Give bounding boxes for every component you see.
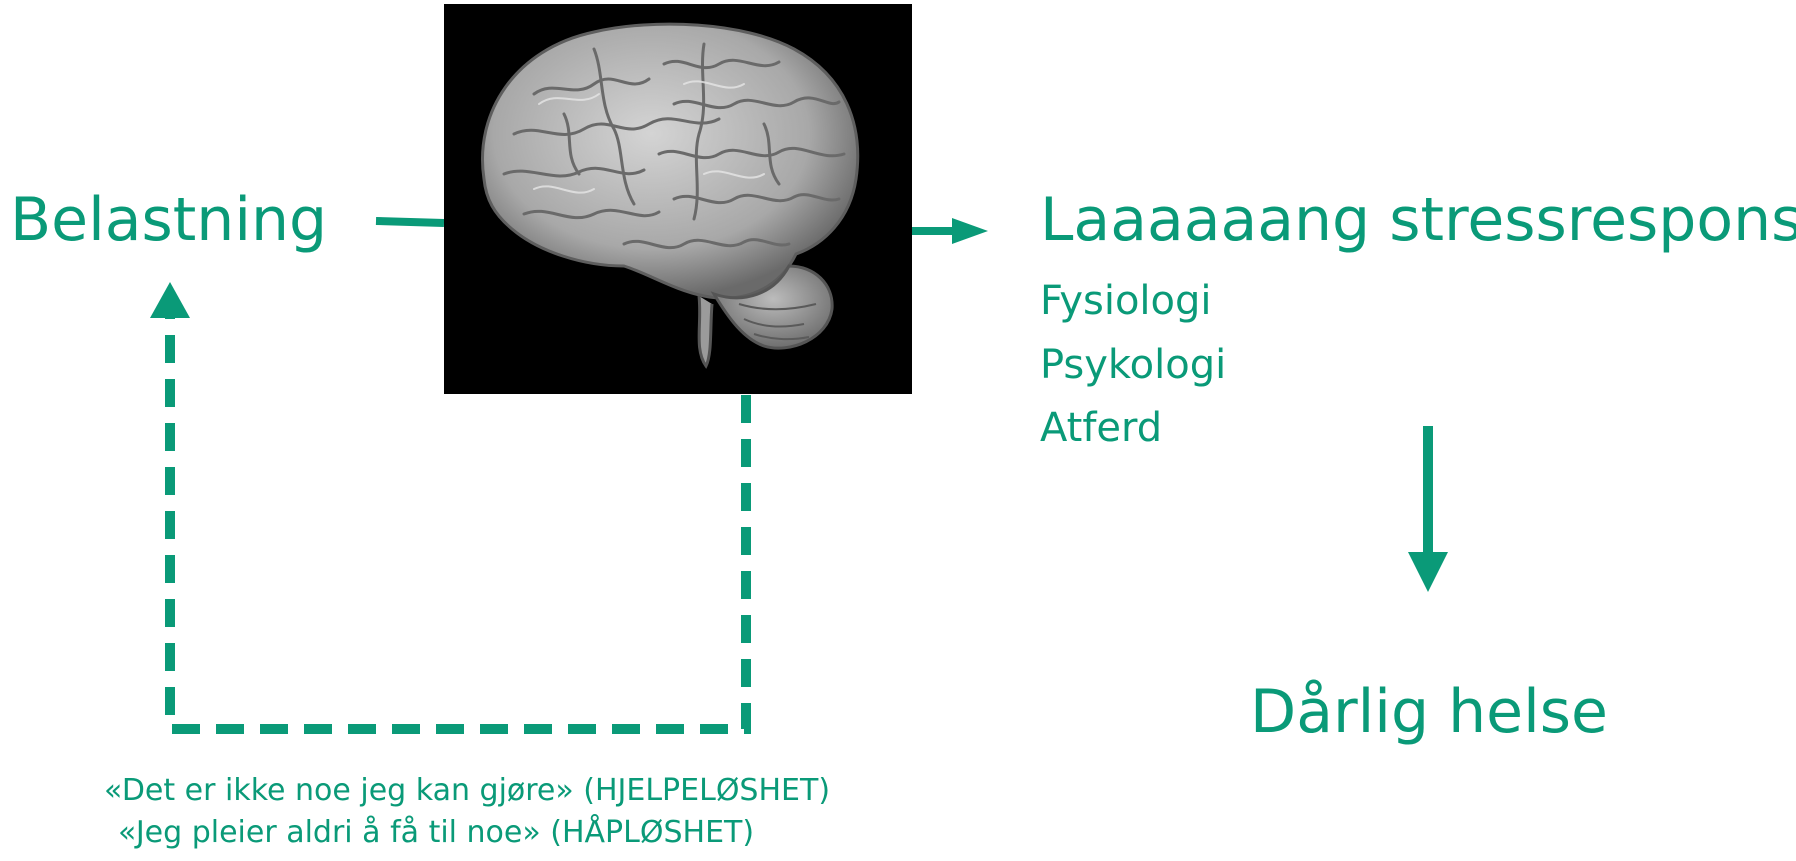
- brain-icon: [444, 4, 912, 394]
- outcome-label: Dårlig helse: [1250, 682, 1608, 742]
- stress-response-item-atferd: Atferd: [1040, 408, 1162, 448]
- feedback-quote-helplessness: «Det er ikke noe jeg kan gjøre» (HJELPEL…: [104, 776, 830, 806]
- belastning-label: Belastning: [10, 190, 327, 250]
- arrow-stress-to-health-head: [1408, 552, 1448, 592]
- arrow-belastning-to-brain: [376, 221, 444, 223]
- stress-response-title: Laaaaaang stressrespons: [1040, 190, 1796, 250]
- feedback-loop-arrowhead: [150, 282, 190, 318]
- arrow-brain-to-stress-head: [952, 218, 988, 244]
- stress-response-item-fysiologi: Fysiologi: [1040, 281, 1212, 321]
- stress-response-item-psykologi: Psykologi: [1040, 345, 1226, 385]
- feedback-quote-hopelessness: «Jeg pleier aldri å få til noe» (HÅPLØSH…: [118, 818, 754, 848]
- brain-image: [444, 4, 912, 394]
